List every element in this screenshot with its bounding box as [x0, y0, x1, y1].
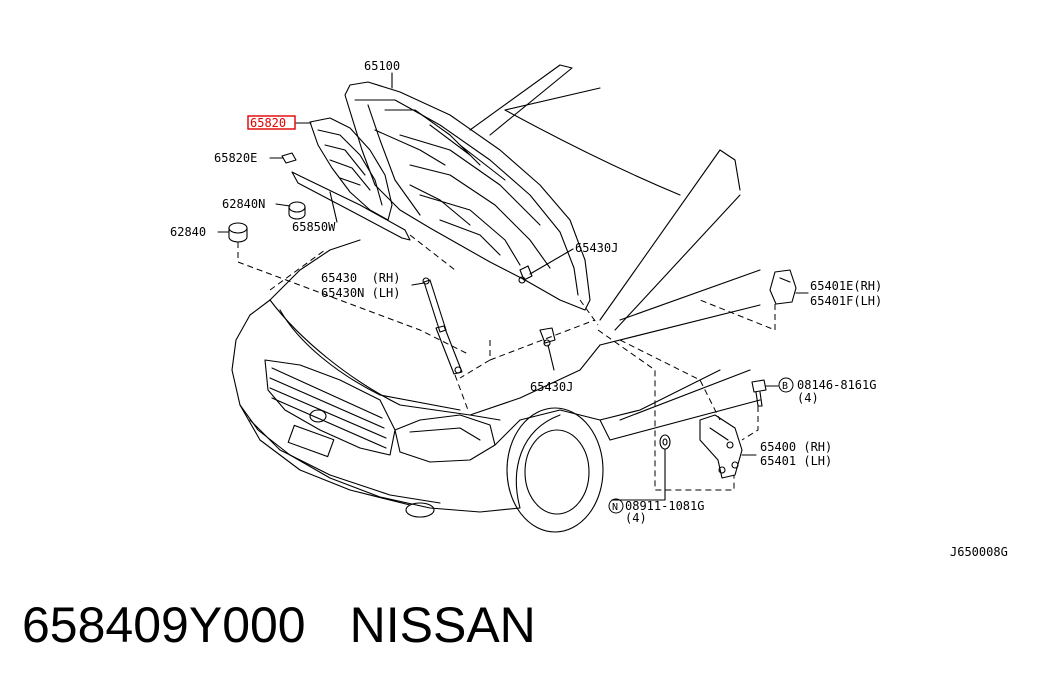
- hinge-bracket-upper: [769, 269, 797, 305]
- guide-hinge: [597, 329, 735, 491]
- brand-name: NISSAN: [349, 597, 536, 653]
- bumper-rubber-62840: [228, 222, 248, 243]
- label-65100: 65100: [364, 59, 400, 73]
- label-08911-qty: (4): [625, 511, 647, 525]
- label-65430n-lh: 65430N (LH): [321, 286, 400, 300]
- circle-mark-n: N: [608, 498, 624, 514]
- label-65430j-bottom: 65430J: [530, 380, 573, 394]
- hood-hinge: [699, 414, 743, 479]
- part-number: 658409Y000: [22, 597, 306, 653]
- label-65820: 65820: [250, 116, 286, 130]
- guide-hood-front: [269, 249, 326, 291]
- label-08146: 08146-8161G: [797, 378, 876, 392]
- label-62840: 62840: [170, 225, 206, 239]
- part-footer: 658409Y000 NISSAN: [22, 596, 536, 654]
- label-65401f: 65401F(LH): [810, 294, 882, 308]
- diagram-code: J650008G: [950, 545, 1008, 559]
- a-pillar: [504, 109, 681, 196]
- car-body: [231, 239, 721, 533]
- windshield-outline: [469, 64, 573, 136]
- label-62840n: 62840N: [222, 197, 265, 211]
- label-65850w: 65850W: [292, 220, 336, 234]
- windshield-lower: [599, 149, 741, 321]
- ball-stud-bottom: [539, 327, 556, 347]
- bolt-08146: [751, 379, 767, 407]
- nut-08911: [659, 434, 671, 450]
- bumper-rubber-62840n: [288, 201, 306, 220]
- label-65400: 65400 (RH): [760, 440, 832, 454]
- hood-stay-strut: [422, 277, 463, 375]
- label-08911: 08911-1081G: [625, 499, 704, 513]
- guide-strut-top: [489, 319, 596, 361]
- label-65401e: 65401E(RH): [810, 279, 882, 293]
- roof-line: [504, 87, 601, 111]
- circle-mark-b: B: [778, 377, 794, 393]
- clip-65820e: [281, 152, 297, 164]
- highlight-65820: [247, 115, 296, 130]
- svg-text:B: B: [782, 381, 788, 392]
- hood-insulator: [309, 117, 393, 221]
- ball-stud-top: [518, 265, 533, 284]
- guide-stay: [459, 340, 491, 379]
- label-65430-rh: 65430 (RH): [321, 271, 400, 285]
- label-08146-qty: (4): [797, 391, 819, 405]
- svg-text:N: N: [612, 502, 618, 513]
- label-65820e: 65820E: [214, 151, 257, 165]
- guide-bolt: [741, 406, 759, 441]
- hood-seal: [291, 171, 411, 241]
- guide-65401e: [699, 299, 776, 331]
- label-65430j-top: 65430J: [575, 241, 618, 255]
- door-line: [619, 269, 761, 321]
- guide-62840: [237, 242, 471, 356]
- label-65401: 65401 (LH): [760, 454, 832, 468]
- hood-panel: [344, 81, 591, 311]
